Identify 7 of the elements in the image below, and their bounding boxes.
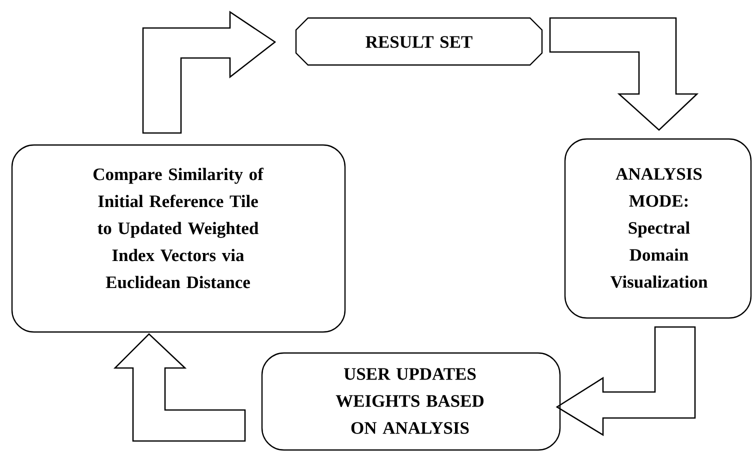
block-arrow [549,17,699,131]
process-box: ANALYSIS MODE: Spectral Domain Visualization [564,138,752,319]
process-box: USER UPDATES WEIGHTS BASED ON ANALYSIS [261,352,561,451]
block-arrow [113,333,246,442]
process-box: Compare Similarity of Initial Reference Tile to Updated Weighted Index Vectors via Euclidean Distance [11,144,346,333]
block-arrow [556,326,696,436]
block-arrow [142,10,276,134]
